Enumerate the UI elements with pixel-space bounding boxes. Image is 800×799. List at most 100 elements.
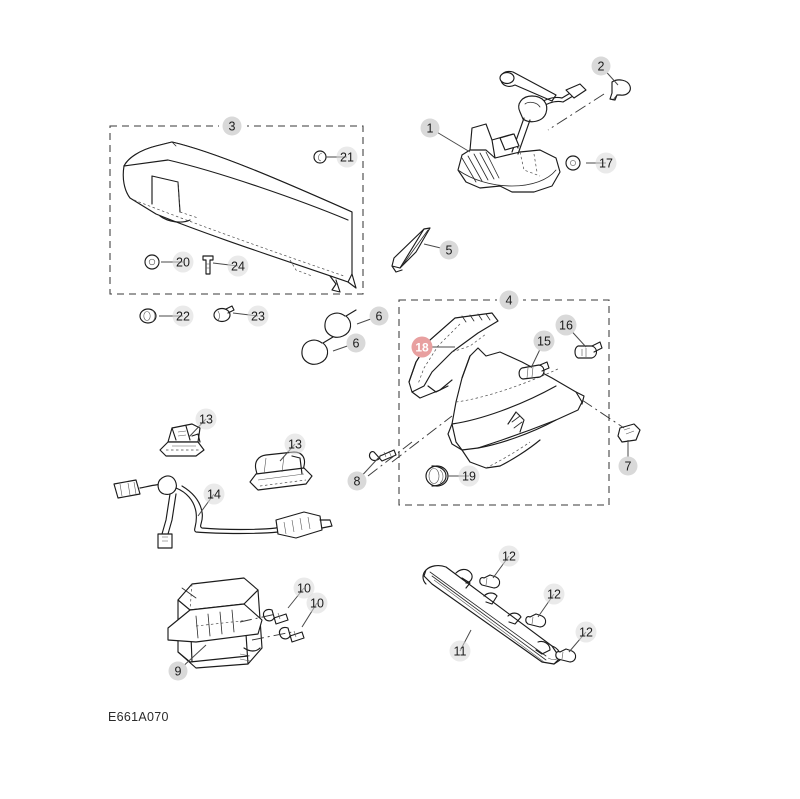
part-24-screw <box>202 255 214 275</box>
callout-6a-label: 6 <box>376 310 383 324</box>
callout-12a[interactable]: 12 <box>498 545 520 567</box>
part-10a-fastener <box>262 608 289 625</box>
part-13b-licence-lamp <box>249 451 313 491</box>
part-8-bolt <box>369 449 397 462</box>
callout-12c[interactable]: 12 <box>575 621 597 643</box>
callout-6a-bubble <box>369 306 389 326</box>
callout-13a[interactable]: 13 <box>195 408 217 430</box>
part-16-small-clip <box>574 341 603 359</box>
part-7-retaining-clip <box>617 423 641 443</box>
callout-9[interactable]: 9 <box>168 661 188 681</box>
assembly-line-10b <box>251 631 293 641</box>
callout-22[interactable]: 22 <box>172 305 194 327</box>
callout-13a-bubble <box>195 408 217 430</box>
assembly-line-7 <box>581 399 625 429</box>
callout-17[interactable]: 17 <box>595 152 617 174</box>
callout-5[interactable]: 5 <box>439 240 459 260</box>
part-1-tail-lamp-assembly <box>457 70 587 193</box>
callout-2-label: 2 <box>598 60 605 74</box>
callout-15-label: 15 <box>537 335 551 349</box>
callout-12b[interactable]: 12 <box>543 583 565 605</box>
callout-1[interactable]: 1 <box>420 118 440 138</box>
part-11-lower-trim-strip <box>422 565 562 665</box>
part-5-wedge-trim <box>391 227 431 273</box>
callout-7-label: 7 <box>625 460 632 474</box>
callout-15[interactable]: 15 <box>533 330 555 352</box>
callout-6b-label: 6 <box>353 337 360 351</box>
callout-13b-bubble <box>284 433 306 455</box>
callout-17-bubble <box>595 152 617 174</box>
callout-8[interactable]: 8 <box>347 471 367 491</box>
callout-6a[interactable]: 6 <box>369 306 389 326</box>
part-19-grommet <box>425 465 449 487</box>
callout-14[interactable]: 14 <box>203 483 225 505</box>
part-13a-licence-lamp <box>159 423 205 457</box>
callout-6b-bubble <box>346 333 366 353</box>
callout-6b[interactable]: 6 <box>346 333 366 353</box>
callout-16-label: 16 <box>559 319 573 333</box>
callout-9-label: 9 <box>175 665 182 679</box>
callout-21[interactable]: 21 <box>336 146 358 168</box>
callout-11-label: 11 <box>454 645 467 659</box>
part-6a-oval-seal <box>324 309 357 338</box>
callout-12a-bubble <box>498 545 520 567</box>
callout-7[interactable]: 7 <box>618 456 638 476</box>
assembly-line-2 <box>547 93 605 131</box>
callout-20[interactable]: 20 <box>172 251 194 273</box>
callout-17-label: 17 <box>599 157 613 171</box>
callout-22-label: 22 <box>176 310 190 324</box>
callout-14-label: 14 <box>207 488 221 502</box>
callout-23-label: 23 <box>251 310 265 324</box>
callout-2-bubble <box>591 56 611 76</box>
callout-12b-bubble <box>543 583 565 605</box>
callout-12b-label: 12 <box>547 588 561 602</box>
callout-19-label: 19 <box>462 470 476 484</box>
callout-24-label: 24 <box>231 260 245 274</box>
callout-4-label: 4 <box>506 294 513 308</box>
callout-2[interactable]: 2 <box>591 56 611 76</box>
part-23-clip <box>213 305 235 323</box>
callout-10b-label: 10 <box>310 597 324 611</box>
part-12a-trim-clip <box>479 574 501 589</box>
callout-23[interactable]: 23 <box>247 305 269 327</box>
part-2-screw-upper <box>609 79 631 101</box>
assembly-line-10a <box>239 613 277 623</box>
part-20-nut <box>144 254 160 270</box>
callout-23-bubble <box>247 305 269 327</box>
part-10b-fastener <box>278 626 305 643</box>
callout-21-bubble <box>336 146 358 168</box>
callout-4-bubble <box>499 290 519 310</box>
callout-3-label: 3 <box>229 120 236 134</box>
callout-12c-label: 12 <box>579 626 593 640</box>
part-14-wiring-harness <box>113 475 333 549</box>
callout-19[interactable]: 19 <box>458 465 480 487</box>
callout-10b-bubble <box>306 592 328 614</box>
assembly-line-8 <box>367 441 413 477</box>
callout-5-bubble <box>439 240 459 260</box>
part-4-bumper-trim <box>447 347 585 469</box>
callout-10a[interactable]: 10 <box>293 577 315 599</box>
callout-4[interactable]: 4 <box>499 290 519 310</box>
callout-3-bubble <box>222 116 242 136</box>
callout-15-bubble <box>533 330 555 352</box>
callout-8-bubble <box>347 471 367 491</box>
callout-7-bubble <box>618 456 638 476</box>
callout-12a-label: 12 <box>502 550 516 564</box>
callout-24[interactable]: 24 <box>227 255 249 277</box>
callout-3[interactable]: 3 <box>222 116 242 136</box>
callout-21-label: 21 <box>340 151 354 165</box>
callout-11[interactable]: 11 <box>449 640 471 662</box>
callout-12c-bubble <box>575 621 597 643</box>
part-9-lamp-housing <box>167 577 263 669</box>
callout-22-bubble <box>172 305 194 327</box>
callout-10b[interactable]: 10 <box>306 592 328 614</box>
callout-13b[interactable]: 13 <box>284 433 306 455</box>
callout-18[interactable]: 18 <box>411 336 433 358</box>
callout-13a-label: 13 <box>199 413 213 427</box>
callout-16[interactable]: 16 <box>555 314 577 336</box>
callout-13b-label: 13 <box>288 438 302 452</box>
part-12c-trim-clip <box>555 648 577 663</box>
part-6b-oval-seal <box>301 336 334 365</box>
